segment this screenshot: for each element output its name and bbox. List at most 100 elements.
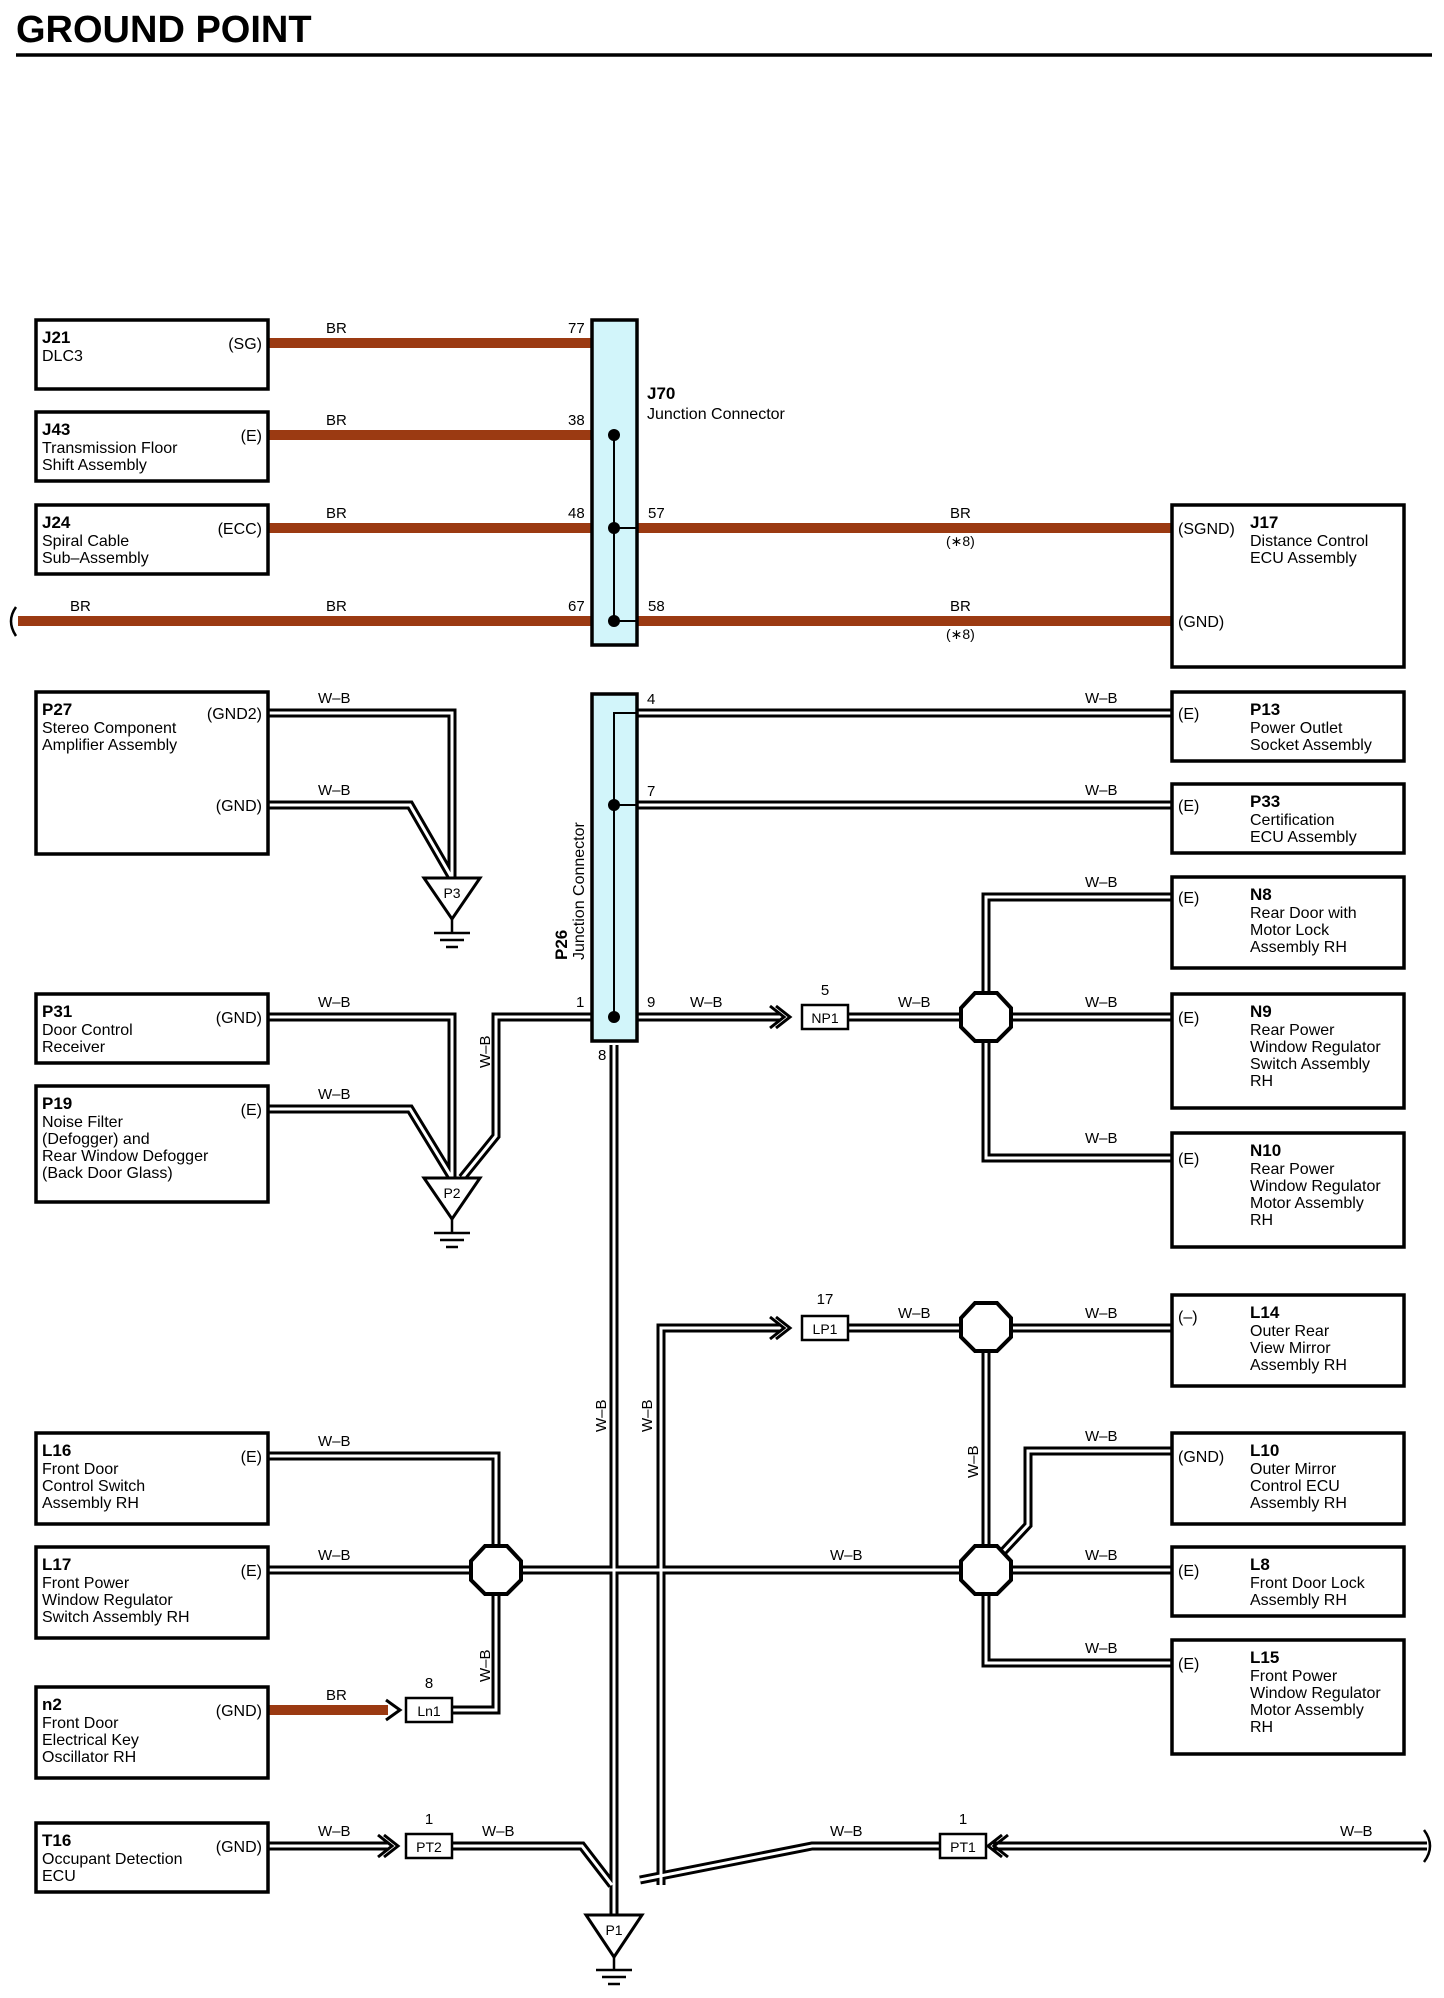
svg-text:L10: L10	[1250, 1441, 1279, 1460]
svg-text:ECU Assembly: ECU Assembly	[1250, 829, 1357, 846]
svg-text:Electrical Key: Electrical Key	[42, 1732, 139, 1749]
svg-text:(GND2): (GND2)	[207, 706, 262, 723]
svg-text:9: 9	[647, 994, 655, 1011]
svg-text:W–B: W–B	[1085, 782, 1118, 799]
svg-text:W–B: W–B	[1085, 1547, 1118, 1564]
svg-text:W–B: W–B	[965, 1445, 982, 1478]
svg-text:(–): (–)	[1178, 1309, 1198, 1326]
svg-text:Assembly RH: Assembly RH	[1250, 1592, 1347, 1609]
svg-text:J17: J17	[1250, 513, 1278, 532]
svg-text:(GND): (GND)	[216, 798, 262, 815]
svg-text:Distance Control: Distance Control	[1250, 533, 1368, 550]
component-p19: P19 Noise Filter (Defogger) and Rear Win…	[34, 1084, 270, 1204]
br-wires	[18, 338, 1172, 1715]
svg-text:Window Regulator: Window Regulator	[42, 1592, 173, 1609]
svg-text:P33: P33	[1250, 792, 1280, 811]
svg-text:17: 17	[817, 1291, 834, 1308]
svg-text:J43: J43	[42, 420, 70, 439]
svg-text:Assembly RH: Assembly RH	[1250, 1495, 1347, 1512]
svg-text:Front Door: Front Door	[42, 1715, 119, 1732]
svg-text:W–B: W–B	[477, 1035, 494, 1068]
svg-text:W–B: W–B	[898, 994, 931, 1011]
svg-text:(∗8): (∗8)	[946, 626, 975, 642]
svg-text:P13: P13	[1250, 700, 1280, 719]
svg-text:58: 58	[648, 598, 665, 615]
svg-text:Stereo Component: Stereo Component	[42, 720, 177, 737]
inline-connector-ln1: Ln1 8	[404, 1675, 454, 1724]
svg-text:Sub–Assembly: Sub–Assembly	[42, 550, 149, 567]
svg-text:Shift Assembly: Shift Assembly	[42, 457, 147, 474]
svg-text:W–B: W–B	[593, 1399, 610, 1432]
splice-l-lower	[959, 1544, 1013, 1596]
svg-text:1: 1	[576, 994, 584, 1011]
svg-text:(E): (E)	[1178, 1563, 1199, 1580]
j70-code: J70	[647, 384, 675, 403]
svg-text:1: 1	[425, 1811, 433, 1828]
component-j17: (SGND) (GND) J17 Distance Control ECU As…	[1170, 503, 1406, 669]
svg-text:Window Regulator: Window Regulator	[1250, 1178, 1381, 1195]
svg-text:Receiver: Receiver	[42, 1039, 106, 1056]
svg-text:BR: BR	[950, 598, 971, 615]
svg-text:Rear Door with: Rear Door with	[1250, 905, 1357, 922]
svg-text:7: 7	[647, 783, 655, 800]
svg-text:L14: L14	[1250, 1303, 1280, 1322]
svg-text:W–B: W–B	[830, 1823, 863, 1840]
svg-text:W–B: W–B	[1085, 994, 1118, 1011]
svg-text:Motor Lock: Motor Lock	[1250, 922, 1330, 939]
svg-text:(E): (E)	[241, 1102, 262, 1119]
svg-text:N9: N9	[1250, 1002, 1272, 1021]
svg-text:W–B: W–B	[318, 1086, 351, 1103]
svg-text:Switch Assembly: Switch Assembly	[1250, 1056, 1370, 1073]
svg-text:W–B: W–B	[1085, 874, 1118, 891]
svg-text:J24: J24	[42, 513, 71, 532]
svg-text:Noise Filter: Noise Filter	[42, 1114, 124, 1131]
svg-text:Certification: Certification	[1250, 812, 1334, 829]
svg-text:P19: P19	[42, 1094, 72, 1113]
svg-text:4: 4	[647, 691, 655, 708]
svg-text:Window Regulator: Window Regulator	[1250, 1685, 1381, 1702]
svg-text:(E): (E)	[1178, 890, 1199, 907]
svg-text:77: 77	[568, 320, 585, 337]
svg-text:Rear Power: Rear Power	[1250, 1022, 1335, 1039]
svg-text:W–B: W–B	[1085, 1428, 1118, 1445]
svg-text:W–B: W–B	[318, 1823, 351, 1840]
svg-text:1: 1	[959, 1811, 967, 1828]
svg-text:57: 57	[648, 505, 665, 522]
svg-text:PT2: PT2	[416, 1839, 442, 1855]
component-j21: J21 DLC3 (SG)	[34, 318, 270, 391]
svg-text:(GND): (GND)	[216, 1010, 262, 1027]
svg-text:8: 8	[425, 1675, 433, 1692]
svg-text:BR: BR	[950, 505, 971, 522]
svg-text:W–B: W–B	[1085, 1305, 1118, 1322]
svg-text:W–B: W–B	[690, 994, 723, 1011]
page-title: GROUND POINT	[16, 9, 312, 51]
svg-text:BR: BR	[326, 505, 347, 522]
svg-text:(Defogger) and: (Defogger) and	[42, 1131, 150, 1148]
svg-text:(GND): (GND)	[1178, 1449, 1224, 1466]
svg-text:(GND): (GND)	[1178, 614, 1224, 631]
svg-text:ECU Assembly: ECU Assembly	[1250, 550, 1357, 567]
j70-name: Junction Connector	[647, 406, 786, 423]
svg-text:Outer Rear: Outer Rear	[1250, 1323, 1330, 1340]
svg-text:L8: L8	[1250, 1555, 1270, 1574]
svg-text:Spiral Cable: Spiral Cable	[42, 533, 129, 550]
svg-text:(ECC): (ECC)	[218, 521, 262, 538]
p26-code: P26	[552, 930, 571, 960]
svg-text:(E): (E)	[1178, 798, 1199, 815]
svg-text:(GND): (GND)	[216, 1839, 262, 1856]
svg-text:Control Switch: Control Switch	[42, 1478, 145, 1495]
ground-p1: P1	[583, 1913, 645, 1986]
svg-text:View Mirror: View Mirror	[1250, 1340, 1331, 1357]
junction-p26: P26 Junction Connector	[552, 692, 639, 1043]
component-n9: (E) N9 Rear Power Window Regulator Switc…	[1170, 992, 1406, 1110]
svg-text:W–B: W–B	[639, 1399, 656, 1432]
svg-text:Assembly RH: Assembly RH	[1250, 939, 1347, 956]
component-l16: L16 Front Door Control Switch Assembly R…	[34, 1431, 270, 1526]
svg-text:8: 8	[598, 1047, 606, 1064]
component-l8: (E) L8 Front Door Lock Assembly RH	[1170, 1545, 1406, 1618]
svg-text:PT1: PT1	[950, 1839, 976, 1855]
svg-text:BR: BR	[326, 320, 347, 337]
svg-text:Front Power: Front Power	[1250, 1668, 1338, 1685]
svg-text:L15: L15	[1250, 1648, 1279, 1667]
